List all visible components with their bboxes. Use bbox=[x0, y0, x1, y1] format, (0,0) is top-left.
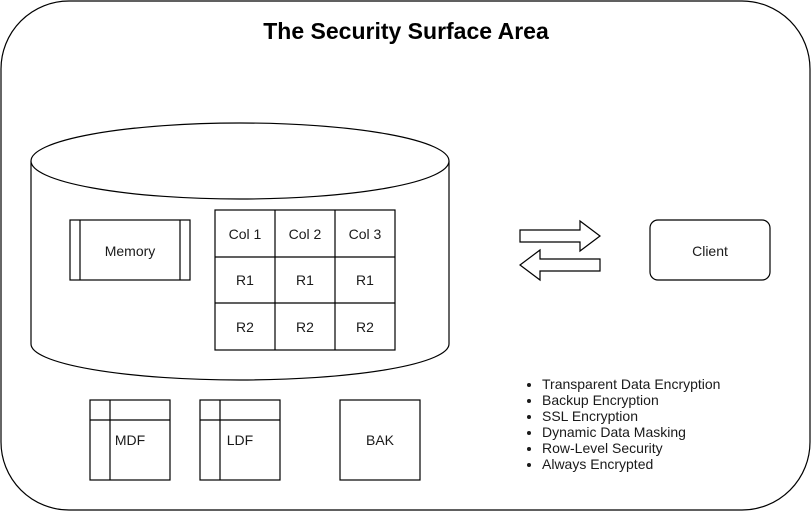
memory-box bbox=[69, 219, 191, 281]
client-label: Client bbox=[692, 243, 728, 259]
table-header-cell: Col 2 bbox=[288, 226, 322, 242]
table-grid bbox=[214, 209, 396, 351]
bak-label: BAK bbox=[365, 432, 394, 448]
table-cell: R1 bbox=[296, 272, 314, 288]
arrow-right-icon bbox=[519, 219, 601, 253]
memory-label: Memory bbox=[104, 243, 156, 259]
cylinder-top bbox=[30, 122, 450, 200]
list-item: Dynamic Data Masking bbox=[542, 424, 720, 440]
client-box bbox=[649, 219, 771, 281]
arrow-left-icon bbox=[519, 248, 601, 282]
table-cell: R1 bbox=[356, 272, 374, 288]
table-header-cell: Col 3 bbox=[348, 226, 382, 242]
diagram-title: The Security Surface Area bbox=[263, 18, 549, 44]
table-cell: R2 bbox=[296, 319, 314, 335]
ldf-label: LDF bbox=[226, 432, 254, 448]
list-item: Always Encrypted bbox=[542, 456, 720, 472]
bak-file-icon bbox=[339, 399, 421, 481]
ldf-file-icon bbox=[199, 399, 281, 481]
list-item: Row-Level Security bbox=[542, 440, 720, 456]
table-cell: R2 bbox=[236, 319, 254, 335]
list-item: Transparent Data Encryption bbox=[542, 376, 720, 392]
mdf-file-icon bbox=[89, 399, 171, 481]
table-cell: R1 bbox=[236, 272, 254, 288]
table-cell: R2 bbox=[356, 319, 374, 335]
list-item: Backup Encryption bbox=[542, 392, 720, 408]
security-feature-list: Transparent Data Encryption Backup Encry… bbox=[510, 376, 720, 472]
table-header-cell: Col 1 bbox=[228, 226, 262, 242]
mdf-label: MDF bbox=[114, 432, 146, 448]
list-item: SSL Encryption bbox=[542, 408, 720, 424]
